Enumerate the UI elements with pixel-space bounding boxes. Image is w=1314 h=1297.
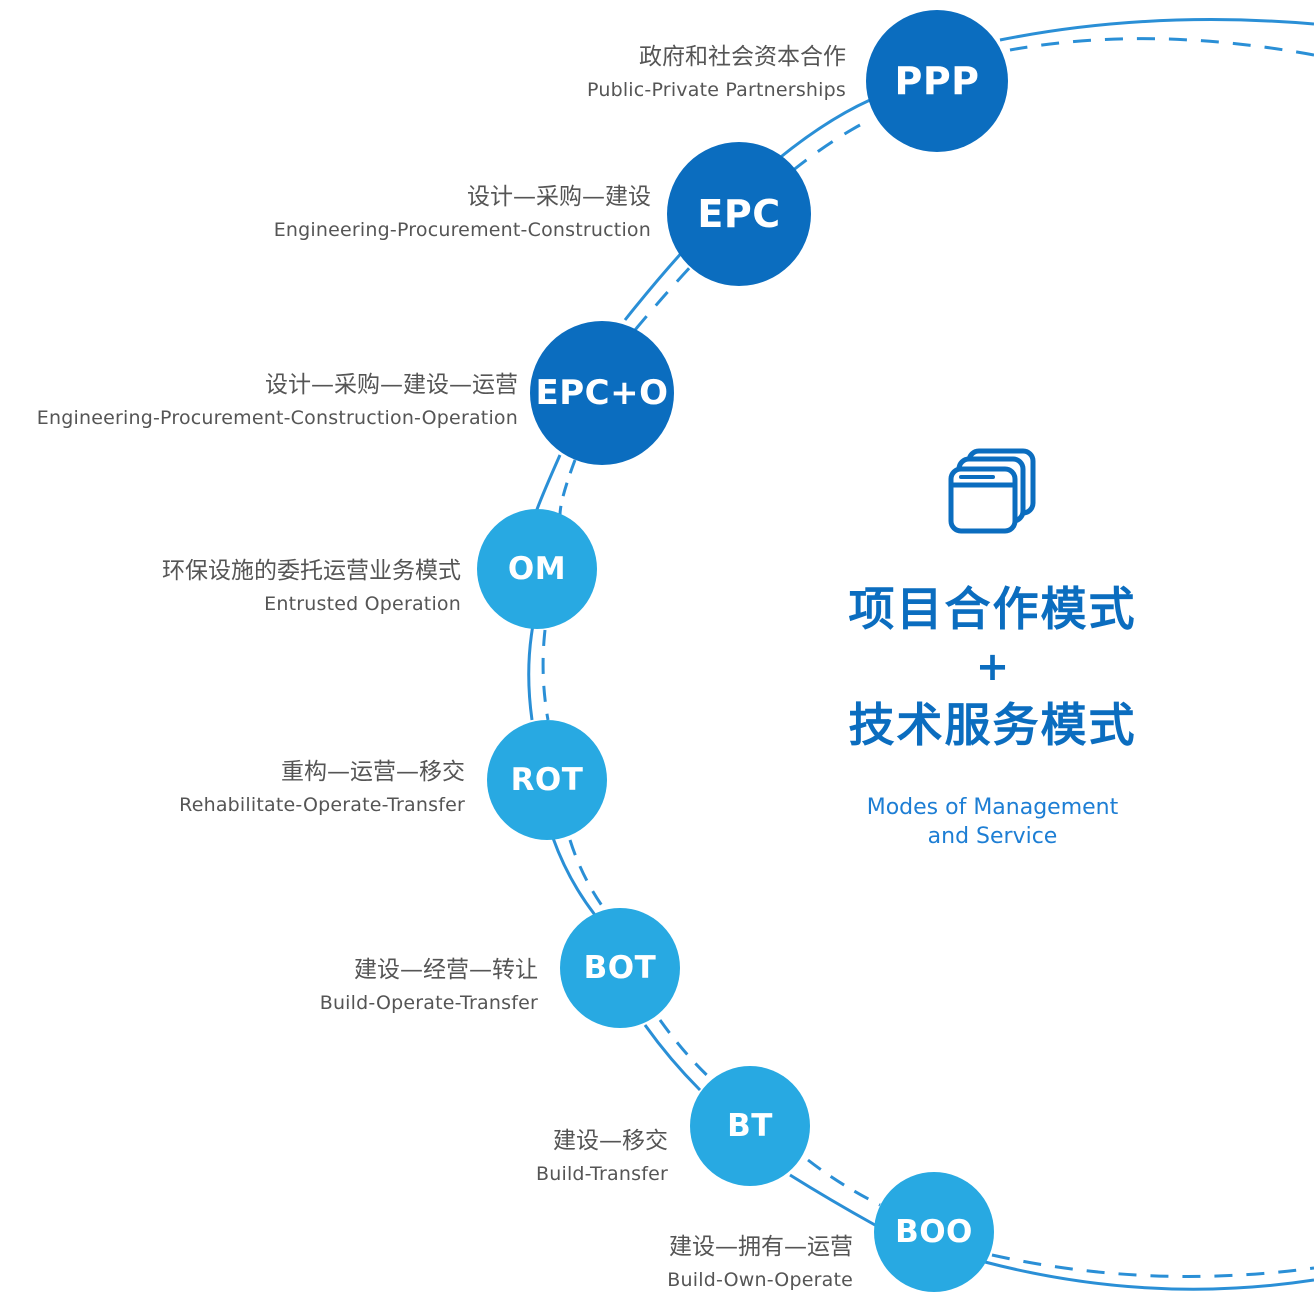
title-plus: + — [975, 644, 1010, 690]
label-cn: 环保设施的委托运营业务模式 — [162, 558, 461, 584]
title-line-2: 技术服务模式 — [848, 698, 1137, 752]
subtitle-line-2: and Service — [927, 824, 1058, 849]
label-boo: 建设—拥有—运营 Build-Own-Operate — [667, 1232, 853, 1294]
title-line-1: 项目合作模式 — [848, 582, 1137, 636]
inner-dashed-arc-segment — [658, 1019, 714, 1082]
window-stack-icon — [945, 445, 1041, 541]
inner-dashed-arc-segment — [807, 1158, 881, 1207]
node-epc: EPC — [667, 142, 811, 286]
outer-solid-arc-segment — [643, 1024, 702, 1092]
label-en: Build-Operate-Transfer — [319, 992, 538, 1014]
node-rot: ROT — [487, 720, 607, 840]
inner-dashed-arc-segment — [991, 1253, 1314, 1278]
outer-solid-arc-segment — [551, 837, 597, 916]
node-ppp: PPP — [866, 10, 1008, 152]
label-en: Entrusted Operation — [264, 593, 461, 615]
label-en: Engineering-Procurement-Construction-Ope… — [36, 407, 518, 429]
label-cn: 设计—采购—建设 — [467, 184, 651, 210]
label-en: Rehabilitate-Operate-Transfer — [179, 794, 465, 816]
label-bt: 建设—移交 Build-Transfer — [536, 1126, 668, 1188]
label-cn: 建设—经营—转让 — [354, 957, 538, 983]
node-label: PPP — [894, 59, 980, 103]
node-label: BOT — [583, 950, 657, 986]
label-ppp: 政府和社会资本合作 Public-Private Partnerships — [587, 42, 846, 104]
node-label: BOO — [895, 1214, 973, 1250]
node-label: EPC+O — [535, 373, 669, 413]
node-boo: BOO — [874, 1172, 994, 1292]
center-title-block: 项目合作模式 + 技术服务模式 Modes of Management and … — [800, 445, 1185, 851]
inner-dashed-arc-segment — [568, 839, 607, 911]
node-epc-o: EPC+O — [530, 321, 674, 465]
node-label: OM — [507, 551, 567, 587]
label-cn: 设计—采购—建设—运营 — [265, 372, 518, 398]
outer-solid-arc-segment — [984, 1260, 1314, 1291]
subtitle-line-1: Modes of Management — [866, 795, 1119, 820]
node-label: ROT — [510, 762, 584, 798]
node-label: EPC — [697, 192, 781, 236]
label-bot: 建设—经营—转让 Build-Operate-Transfer — [320, 955, 538, 1017]
outer-solid-arc-segment — [789, 1173, 876, 1227]
label-rot: 重构—运营—移交 Rehabilitate-Operate-Transfer — [179, 757, 465, 819]
label-cn: 政府和社会资本合作 — [639, 44, 846, 70]
inner-dashed-arc-segment — [541, 629, 550, 721]
node-om: OM — [477, 509, 597, 629]
subtitle: Modes of Management and Service — [800, 793, 1185, 851]
label-en: Public-Private Partnerships — [587, 79, 846, 101]
node-bt: BT — [690, 1066, 810, 1186]
inner-dashed-arc-segment — [558, 459, 577, 516]
outer-solid-arc-segment — [527, 624, 535, 721]
label-cn: 重构—运营—移交 — [281, 759, 465, 785]
outer-solid-arc — [999, 18, 1314, 42]
node-bot: BOT — [560, 908, 680, 1028]
label-en: Build-Transfer — [535, 1163, 668, 1185]
node-label: BT — [727, 1108, 773, 1144]
outer-solid-arc-segment — [533, 454, 562, 516]
label-epc: 设计—采购—建设 Engineering-Procurement-Constru… — [274, 182, 651, 244]
label-om: 环保设施的委托运营业务模式 Entrusted Operation — [162, 556, 461, 618]
label-epc-o: 设计—采购—建设—运营 Engineering-Procurement-Cons… — [37, 370, 518, 432]
inner-dashed-arc — [1009, 37, 1314, 57]
label-en: Build-Own-Operate — [667, 1269, 853, 1291]
label-cn: 建设—移交 — [553, 1128, 668, 1154]
label-en: Engineering-Procurement-Construction — [273, 219, 651, 241]
label-cn: 建设—拥有—运营 — [669, 1234, 853, 1260]
